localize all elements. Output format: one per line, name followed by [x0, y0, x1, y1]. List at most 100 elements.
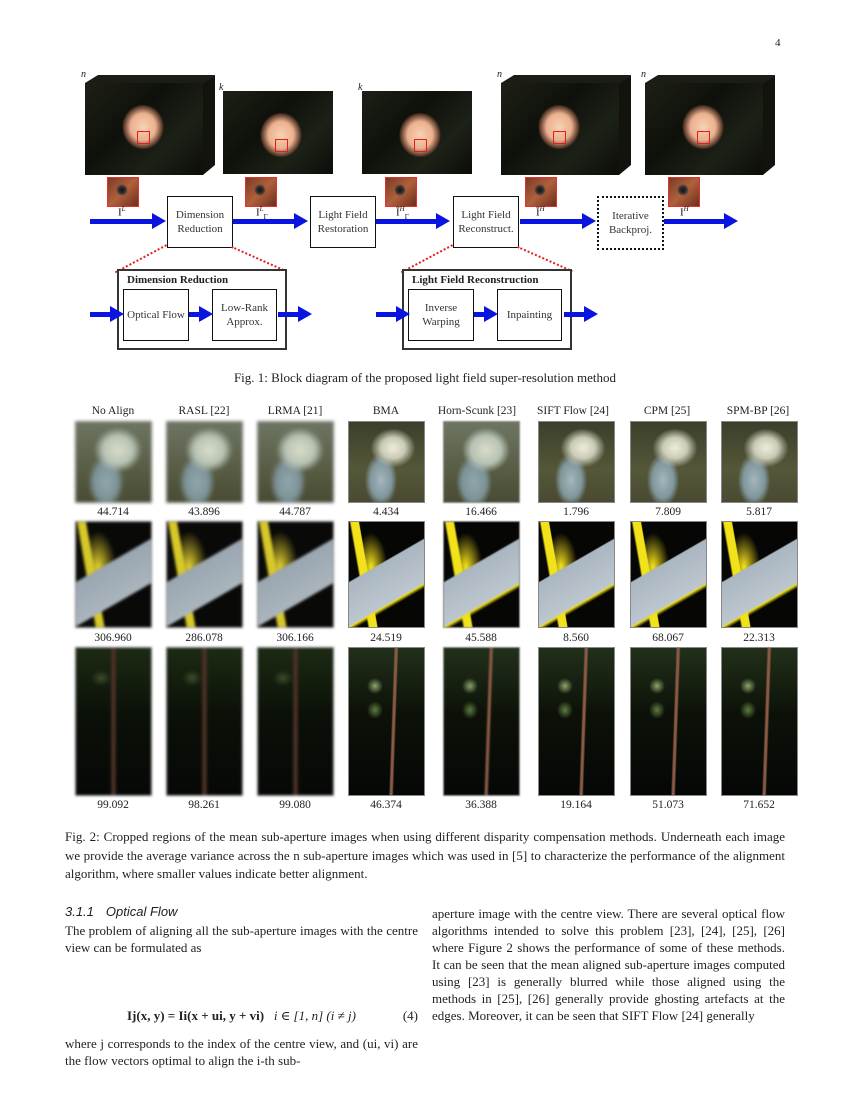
light-field-cube-reconstructed: n [497, 69, 631, 175]
variance-value: 43.896 [188, 506, 220, 518]
variance-value: 7.809 [655, 506, 681, 518]
flow-arrow [278, 306, 312, 322]
zoom-crop-1 [107, 177, 139, 207]
cube-axis-label: n [81, 69, 86, 80]
variance-value: 51.073 [652, 799, 684, 811]
bulldozer-thumb-spm-bp [721, 521, 798, 628]
bulldozer-thumb-rasl [166, 521, 243, 628]
variance-value: 286.078 [185, 632, 223, 644]
statue-thumb-cpm [630, 421, 707, 503]
dimension-reduction-subpanel: Dimension Reduction Optical Flow Low-Ran… [117, 269, 287, 350]
column-label: Horn-Scunk [23] [437, 405, 517, 417]
variance-value: 46.374 [370, 799, 402, 811]
variance-value: 4.434 [373, 506, 399, 518]
statue-thumb-no-align [75, 421, 152, 503]
flow-arrow [233, 213, 308, 229]
column-label: BMA [372, 405, 400, 417]
statue-thumb-horn-schunck [443, 421, 520, 503]
column-label: LRMA [21] [267, 405, 323, 417]
variance-value: 19.164 [560, 799, 592, 811]
signal-IH-gamma-hat: ÎHΓ [396, 205, 409, 221]
signal-IH: IH [680, 205, 689, 219]
bulldozer-thumb-bma [348, 521, 425, 628]
flow-arrow [90, 306, 124, 322]
variance-value: 44.714 [97, 506, 129, 518]
optical-flow-block: Optical Flow [123, 289, 189, 341]
variance-value: 306.960 [94, 632, 132, 644]
variance-value: 22.313 [743, 632, 775, 644]
variance-value: 71.652 [743, 799, 775, 811]
variance-value: 98.261 [188, 799, 220, 811]
bulldozer-thumb-no-align [75, 521, 152, 628]
equation-body: Ij(x, y) = Ii(x + ui, y + vi) i ∈ [1, n]… [127, 1008, 356, 1023]
variance-value: 16.466 [465, 506, 497, 518]
low-rank-approx-block: Low-Rank Approx. [212, 289, 277, 341]
column-label: SPM-BP [26] [726, 405, 790, 417]
right-paragraph: aperture image with the centre view. The… [432, 906, 785, 1023]
cube-axis-label: n [497, 69, 502, 80]
flow-arrow [520, 213, 596, 229]
plant-thumb-no-align [75, 647, 152, 796]
flow-arrow [376, 306, 410, 322]
plant-thumb-horn-schunck [443, 647, 520, 796]
signal-IL: IL [118, 205, 126, 219]
variance-value: 68.067 [652, 632, 684, 644]
light-field-cube-input: n [81, 69, 215, 175]
light-field-reconstruction-subpanel: Light Field Reconstruction Inverse Warpi… [402, 269, 572, 350]
flow-arrow [564, 306, 598, 322]
light-field-cube-reduced: k [219, 82, 341, 174]
variance-value: 44.787 [279, 506, 311, 518]
signal-IH-hat: ÎH [536, 205, 545, 219]
variance-value: 5.817 [746, 506, 772, 518]
bulldozer-thumb-sift-flow [538, 521, 615, 628]
variance-value: 24.519 [370, 632, 402, 644]
zoom-crop-2 [245, 177, 277, 207]
statue-thumb-spm-bp [721, 421, 798, 503]
zoom-crop-5 [668, 177, 700, 207]
cube-axis-label: k [219, 82, 224, 93]
flow-arrow [189, 306, 213, 322]
column-label: RASL [22] [178, 405, 230, 417]
statue-thumb-sift-flow [538, 421, 615, 503]
cube-axis-label: n [641, 69, 646, 80]
variance-value: 36.388 [465, 799, 497, 811]
variance-value: 306.166 [276, 632, 314, 644]
column-label: SIFT Flow [24] [537, 405, 609, 417]
statue-thumb-lrma [257, 421, 334, 503]
statue-thumb-rasl [166, 421, 243, 503]
bulldozer-thumb-lrma [257, 521, 334, 628]
flow-arrow [474, 306, 498, 322]
plant-thumb-sift-flow [538, 647, 615, 796]
flow-arrow [662, 213, 738, 229]
variance-value: 99.080 [279, 799, 311, 811]
statue-thumb-bma [348, 421, 425, 503]
equation-number: (4) [402, 1008, 418, 1023]
figure-1-caption: Fig. 1: Block diagram of the proposed li… [233, 370, 617, 385]
plant-thumb-rasl [166, 647, 243, 796]
zoom-crop-3 [385, 177, 417, 207]
column-label: CPM [25] [643, 405, 691, 417]
subpanel-title: Light Field Reconstruction [412, 274, 539, 286]
light-field-cube-output: n [641, 69, 775, 175]
plant-thumb-spm-bp [721, 647, 798, 796]
inpainting-block: Inpainting [497, 289, 562, 341]
variance-value: 99.092 [97, 799, 129, 811]
zoom-crop-4 [525, 177, 557, 207]
variance-value: 45.588 [465, 632, 497, 644]
page-number: 4 [775, 37, 781, 49]
bulldozer-thumb-horn-schunck [443, 521, 520, 628]
light-field-cube-restored: k [358, 82, 480, 174]
bulldozer-thumb-cpm [630, 521, 707, 628]
cube-axis-label: k [358, 82, 363, 93]
subpanel-title: Dimension Reduction [127, 274, 229, 286]
signal-IL-gamma: ILΓ [256, 205, 268, 221]
variance-value: 1.796 [563, 506, 589, 518]
column-label: No Align [91, 405, 135, 417]
inverse-warping-block: Inverse Warping [408, 289, 474, 341]
plant-thumb-bma [348, 647, 425, 796]
flow-arrow [90, 213, 166, 229]
